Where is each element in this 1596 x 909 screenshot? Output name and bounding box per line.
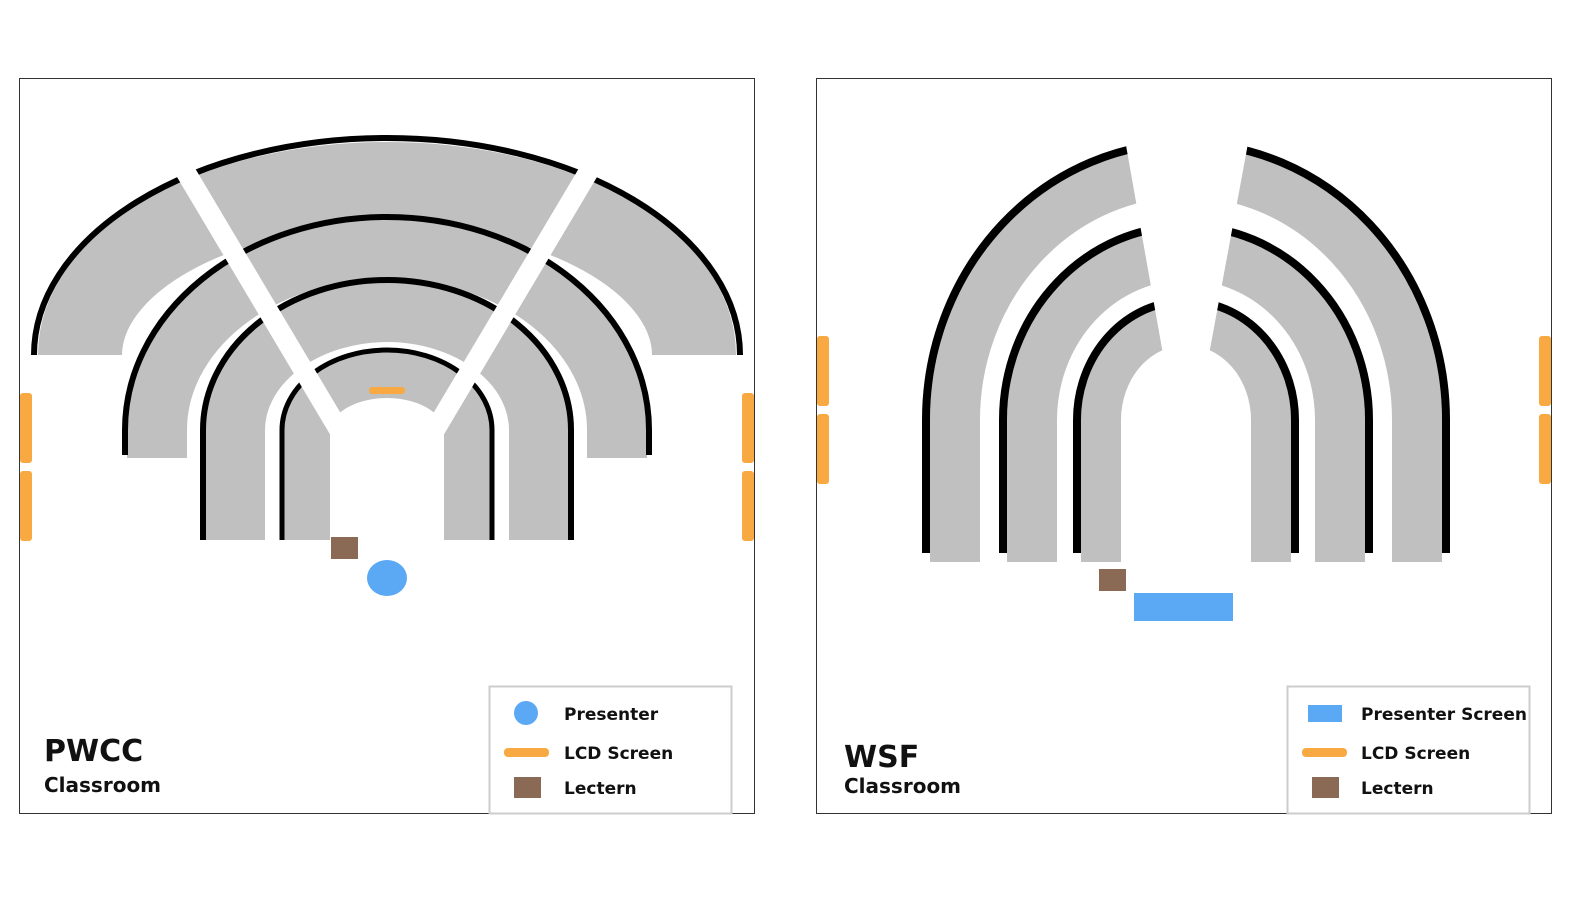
wsf-lcd-left-1: [817, 336, 829, 406]
legend-label: Lectern: [564, 779, 637, 799]
pwcc-lcd-right-2: [742, 471, 754, 541]
pwcc-lcd-right-1: [742, 393, 754, 463]
wsf-lcd-right-1: [1539, 336, 1551, 406]
pwcc-seating: [31, 106, 743, 545]
presenter-icon: [514, 701, 538, 725]
presenter-screen-icon: [1308, 705, 1342, 722]
wsf-seating: [922, 100, 1450, 562]
pwcc-row-2: [205, 282, 569, 540]
wsf-legend: Presenter Screen LCD Screen Lectern: [1286, 685, 1531, 815]
wsf-lcd-left-2: [817, 414, 829, 484]
wsf-subtitle: Classroom: [844, 774, 961, 798]
pwcc-aisle-left: [141, 106, 354, 446]
wsf-presenter-screen: [1134, 593, 1233, 621]
pwcc-row-4: [38, 142, 736, 357]
legend-label: Presenter: [564, 705, 659, 725]
pwcc-row-3: [127, 219, 647, 458]
pwcc-row-4-edge: [31, 135, 743, 356]
pwcc-lectern: [331, 537, 358, 559]
pwcc-lcd-left-2: [20, 471, 32, 541]
wsf-lectern: [1099, 569, 1126, 591]
pwcc-row-2-edge: [200, 277, 574, 540]
wsf-panel: WSF Classroom Presenter Screen LCD Scree…: [816, 78, 1552, 815]
legend-label: LCD Screen: [564, 744, 673, 764]
pwcc-row-1-edge: [279, 347, 495, 540]
pwcc-presenter: [367, 560, 407, 596]
pwcc-panel: PWCC Classroom Presenter LCD Screen Lect…: [19, 78, 755, 815]
legend-label: LCD Screen: [1361, 744, 1470, 764]
lectern-icon: [1312, 777, 1339, 798]
legend-label: Presenter Screen: [1361, 705, 1527, 725]
pwcc-row-3-edge: [122, 214, 652, 455]
wsf-lcd-right-2: [1539, 414, 1551, 484]
legend-label: Lectern: [1361, 779, 1434, 799]
lcd-screen-icon: [1302, 748, 1347, 757]
pwcc-lcd-front: [369, 387, 405, 394]
wsf-title: WSF: [844, 740, 919, 775]
pwcc-legend: Presenter LCD Screen Lectern: [488, 685, 733, 815]
pwcc-lcd-left-1: [20, 393, 32, 463]
pwcc-subtitle: Classroom: [44, 773, 161, 797]
pwcc-center-floor: [332, 430, 442, 545]
pwcc-aisle-right: [420, 106, 633, 446]
lcd-screen-icon: [504, 748, 549, 757]
pwcc-row-1: [284, 352, 490, 540]
lectern-icon: [514, 777, 541, 798]
wsf-center-aisle: [1118, 100, 1256, 360]
pwcc-title: PWCC: [44, 734, 143, 769]
